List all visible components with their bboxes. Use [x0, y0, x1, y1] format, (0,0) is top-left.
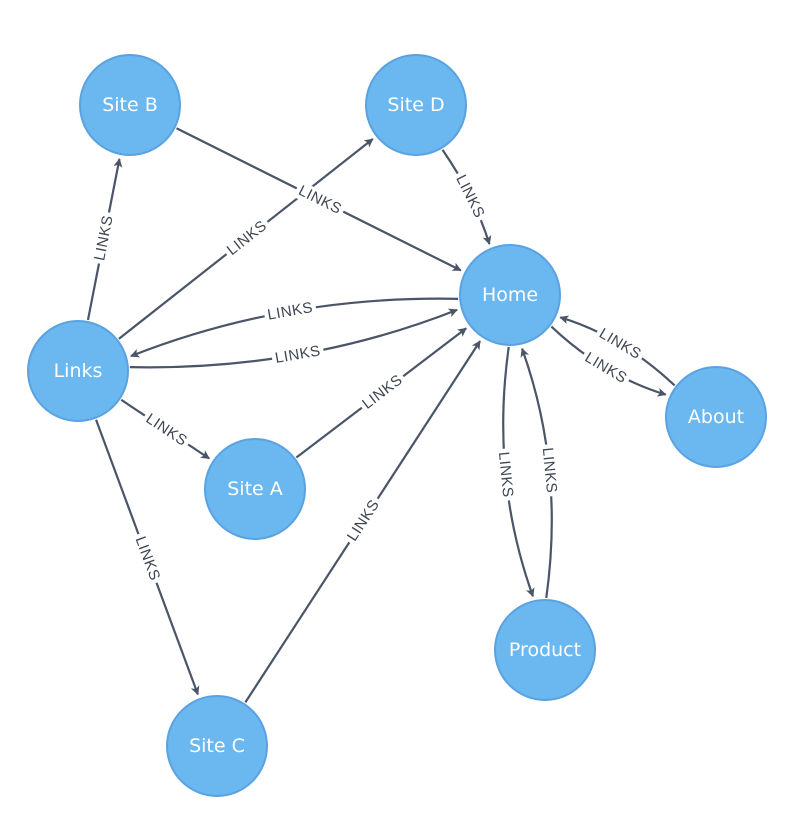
edge-label-background	[341, 493, 386, 548]
node-circle[interactable]	[494, 599, 596, 701]
edge-home-to-links: LINKS	[130, 297, 459, 358]
edge-label: LINKS	[359, 371, 406, 412]
edge-label: LINKS	[539, 447, 560, 494]
edge-label: LINKS	[495, 451, 516, 498]
edge-label-background	[130, 530, 165, 587]
node-label: About	[688, 406, 744, 428]
node-label: Product	[509, 639, 581, 661]
edge-label-group: LINKS	[341, 493, 386, 548]
edge-label-background	[270, 341, 325, 369]
edge-label-group: LINKS	[450, 169, 490, 224]
edge-label-group: LINKS	[494, 447, 518, 502]
edge-label-background	[139, 408, 194, 452]
edge-links-to-site_b: LINKS	[86, 158, 123, 321]
edge-label-group: LINKS	[139, 408, 194, 452]
edge-label: LINKS	[344, 497, 383, 545]
edge-label-background	[494, 447, 518, 502]
edge-label-group: LINKS	[356, 369, 409, 415]
edge-label-group: LINKS	[263, 297, 318, 325]
node-site-a[interactable]: Site A	[204, 438, 306, 540]
edge-label: LINKS	[274, 342, 322, 367]
node-circle[interactable]	[79, 54, 181, 156]
node-about[interactable]: About	[665, 366, 767, 468]
edge-home-to-product: LINKS	[494, 346, 535, 598]
edge-label: LINKS	[296, 182, 345, 218]
node-circle[interactable]	[204, 438, 306, 540]
edge-label-group: LINKS	[90, 210, 118, 266]
edge-label-background	[578, 347, 633, 390]
node-label: Links	[54, 360, 103, 382]
edge-label-background	[90, 210, 118, 266]
edge-site_d-to-home: LINKS	[441, 149, 492, 245]
edge-links-to-home: LINKS	[129, 308, 458, 369]
edge-label: LINKS	[224, 217, 271, 259]
node-label: Home	[482, 284, 538, 306]
edge-label-group: LINKS	[270, 341, 325, 369]
edge-label-background	[292, 180, 348, 220]
node-home[interactable]: Home	[459, 244, 561, 346]
node-circle[interactable]	[665, 366, 767, 468]
node-site-b[interactable]: Site B	[79, 54, 181, 156]
node-label: Site C	[189, 735, 245, 757]
edge-label-group: LINKS	[292, 180, 348, 220]
edge-label-group: LINKS	[130, 530, 165, 587]
edge-label: LINKS	[266, 299, 314, 324]
edge-label-background	[263, 297, 318, 325]
edge-label-background	[593, 322, 648, 365]
node-site-d[interactable]: Site D	[365, 54, 467, 156]
edge-label-background	[450, 169, 490, 224]
edge-label-background	[221, 214, 273, 262]
edge-label-group: LINKS	[221, 214, 273, 262]
edge-label: LINKS	[452, 172, 488, 221]
edge-links-to-site_d: LINKS	[118, 138, 374, 340]
edges-layer: LINKS LINKS LINKS LINKS LINKS LINKS LINKS LINKS…	[86, 127, 676, 703]
node-label: Site D	[387, 94, 444, 116]
node-links[interactable]: Links	[27, 320, 129, 422]
node-circle[interactable]	[166, 695, 268, 797]
edge-links-to-site_a: LINKS	[120, 398, 210, 460]
edge-label-background	[537, 443, 561, 498]
node-circle[interactable]	[365, 54, 467, 156]
edge-label-background	[356, 369, 409, 415]
node-product[interactable]: Product	[494, 599, 596, 701]
edge-label: LINKS	[132, 534, 164, 583]
node-label: Site A	[227, 478, 283, 500]
node-site-c[interactable]: Site C	[166, 695, 268, 797]
edge-links-to-site_c: LINKS	[95, 419, 200, 696]
node-label: Site B	[102, 94, 158, 116]
edge-product-to-home: LINKS	[520, 347, 561, 599]
node-circle[interactable]	[27, 320, 129, 422]
edge-label: LINKS	[143, 410, 191, 450]
node-circle[interactable]	[459, 244, 561, 346]
edge-label-group: LINKS	[537, 443, 561, 498]
